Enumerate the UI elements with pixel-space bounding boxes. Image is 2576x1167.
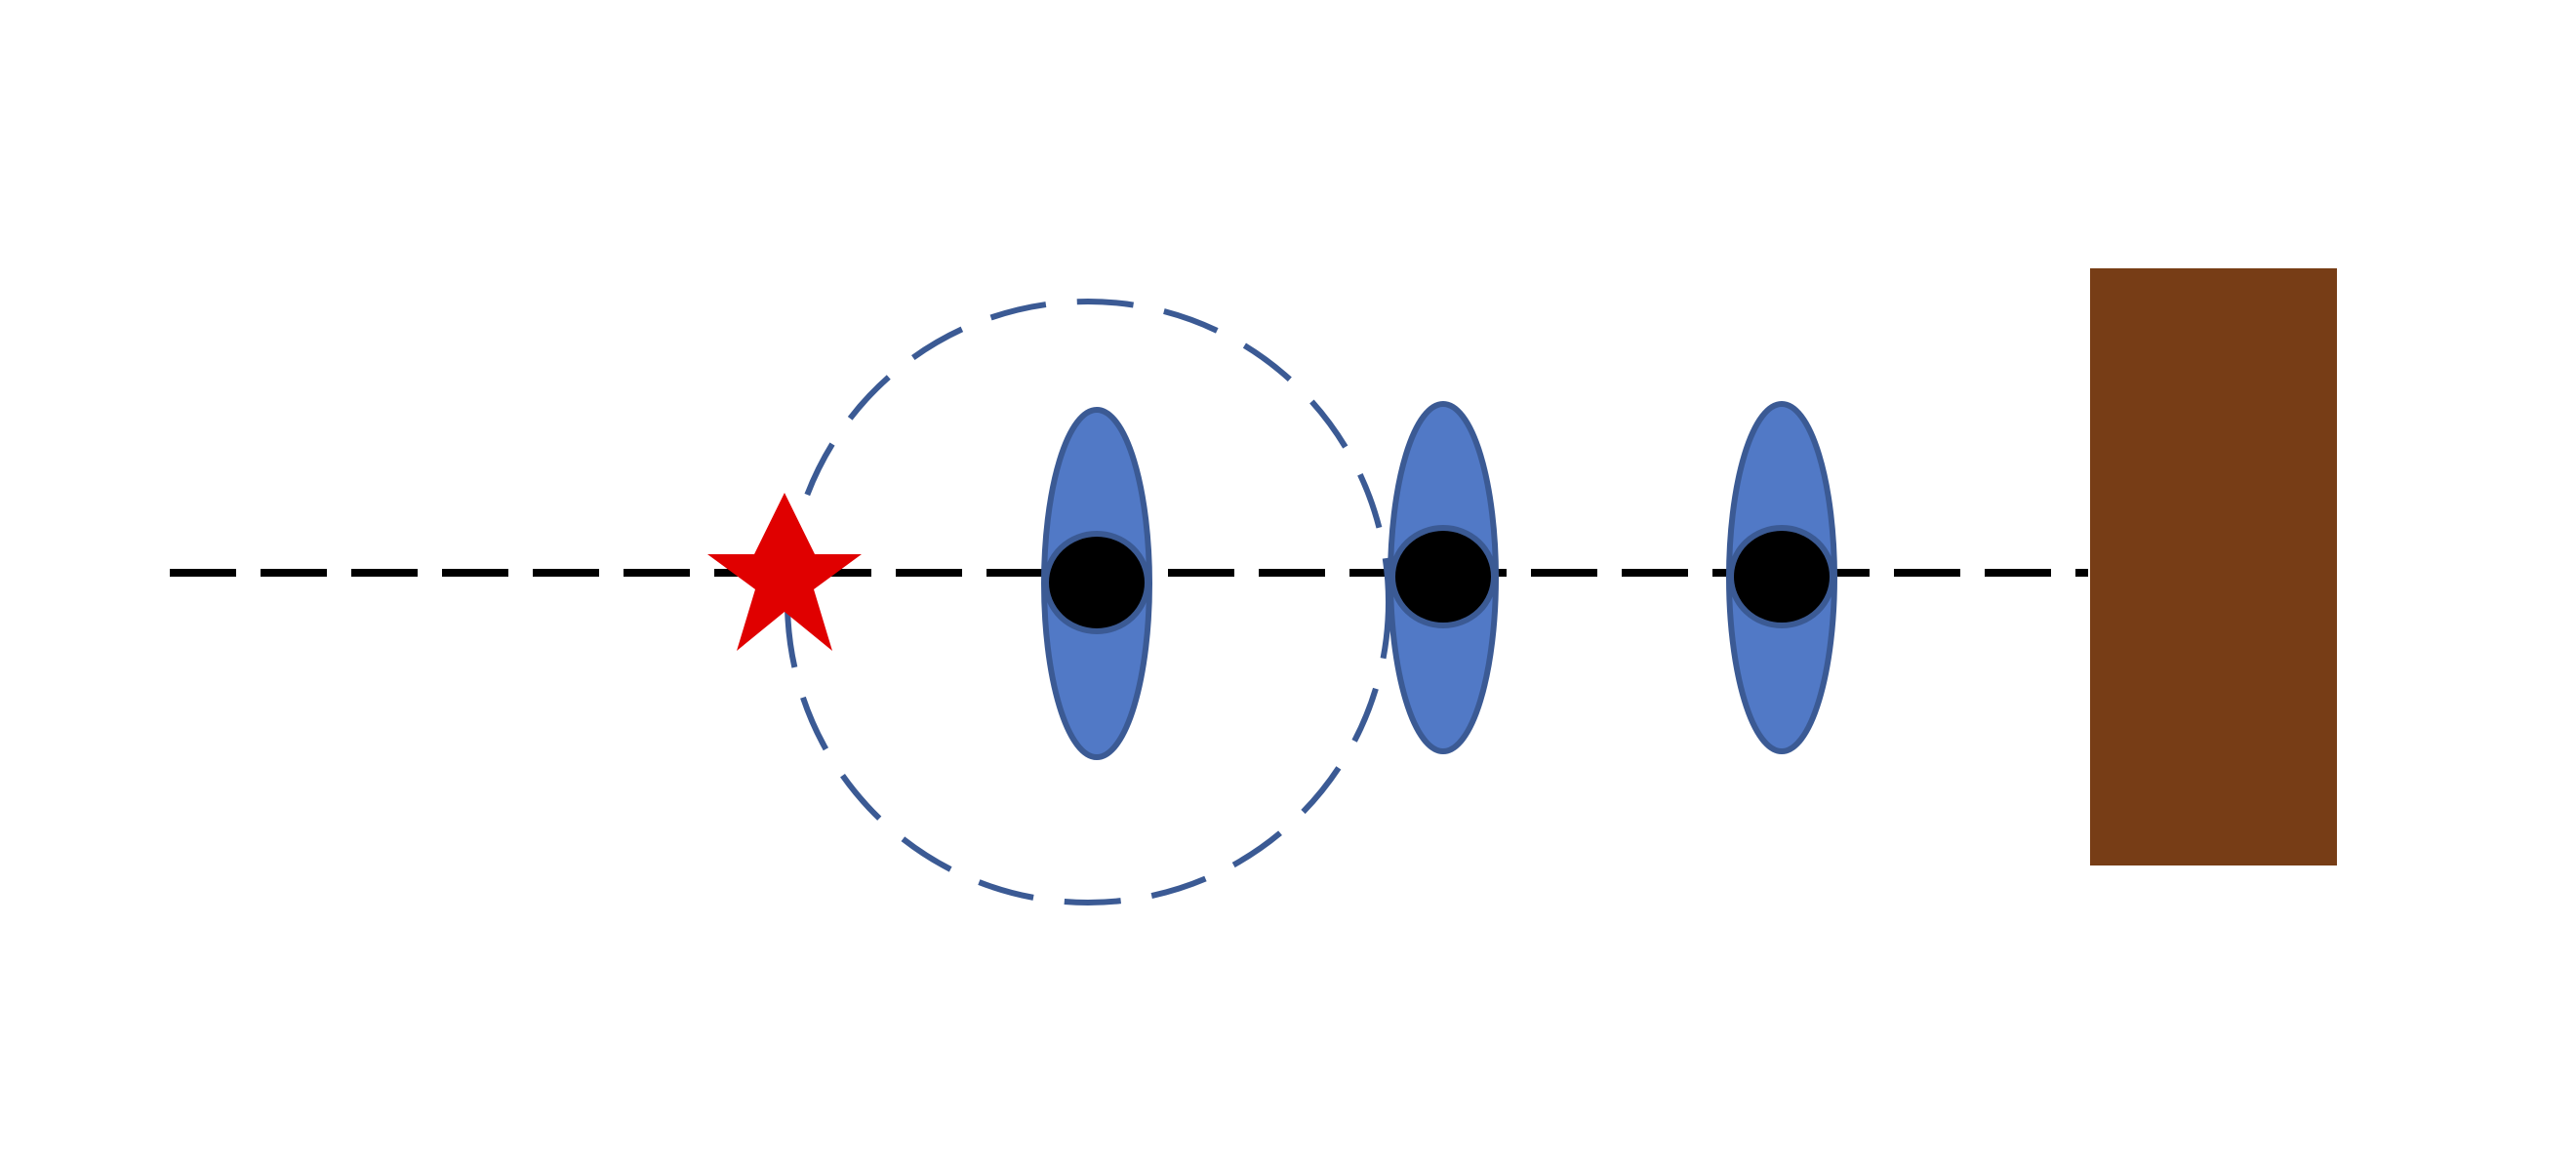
lens-3-center-dot: [1728, 525, 1835, 628]
lens-2-center-dot: [1389, 525, 1497, 628]
lens-1: [1041, 407, 1152, 760]
lens-2: [1388, 401, 1499, 754]
source-star-icon: [707, 493, 862, 651]
screen-block: [2090, 268, 2337, 865]
lens-3: [1726, 401, 1837, 754]
lens-1-center-dot: [1043, 531, 1150, 634]
